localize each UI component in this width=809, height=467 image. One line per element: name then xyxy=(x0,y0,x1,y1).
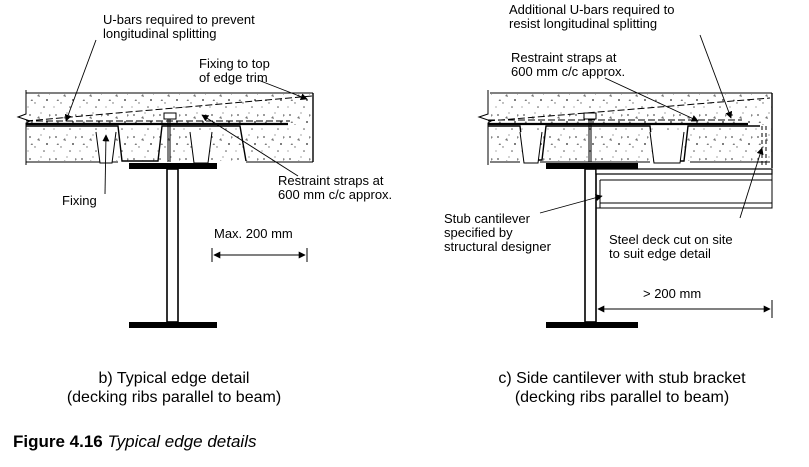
ubars-label-b: U-bars required to prevent longitudinal … xyxy=(103,12,255,41)
fixing-to-top-label: Fixing to top of edge trim xyxy=(199,56,270,85)
restraint-label-b: Restraint straps at 600 mm c/c approx. xyxy=(278,173,393,202)
stub-cantilever-label: Stub cantilever specified by structural … xyxy=(444,211,551,254)
detail-b-deck xyxy=(26,125,247,162)
figure-caption: Figure 4.16 Typical edge details xyxy=(13,432,257,452)
caption-c: c) Side cantilever with stub bracket (de… xyxy=(498,370,746,406)
ubars-label-c: Additional U-bars required to resist lon… xyxy=(509,2,675,31)
figure-title: Typical edge details xyxy=(107,432,257,451)
restraint-label-c: Restraint straps at 600 mm c/c approx. xyxy=(511,50,626,79)
fixing-label: Fixing xyxy=(62,193,97,208)
detail-c-beam xyxy=(546,163,638,328)
detail-b-beam xyxy=(129,163,217,328)
caption-b: b) Typical edge detail (decking ribs par… xyxy=(66,370,282,406)
detail-b-drawing xyxy=(16,39,314,328)
dimension-label-c: > 200 mm xyxy=(643,286,702,301)
dimension-label-b: Max. 200 mm xyxy=(214,226,293,241)
deck-cut-label: Steel deck cut on site to suit edge deta… xyxy=(609,232,733,261)
figure-number: Figure 4.16 xyxy=(13,432,103,451)
stub-cantilever xyxy=(595,168,773,209)
detail-c-drawing xyxy=(477,34,773,328)
